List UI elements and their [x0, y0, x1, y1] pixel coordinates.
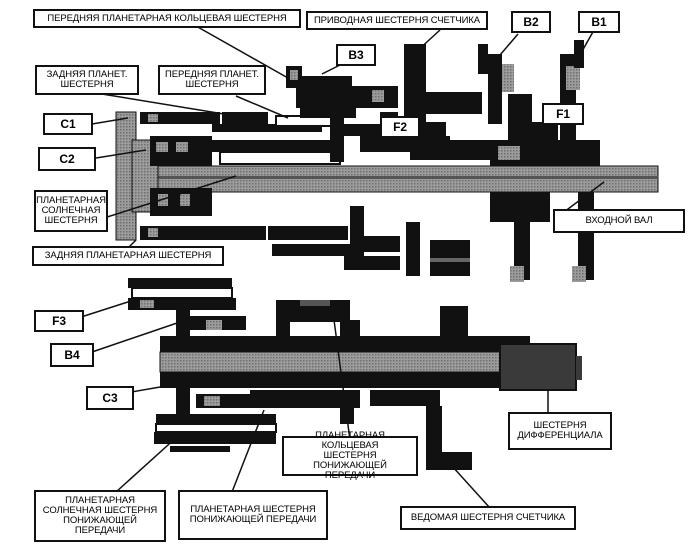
label-reduction-planet-gear: ПЛАНЕТАРНАЯ ШЕСТЕРНЯ ПОНИЖАЮЩЕЙ ПЕРЕДАЧИ [178, 490, 328, 540]
label-rear-planetary-gear: ЗАДНЯЯ ПЛАНЕТАРНАЯ ШЕСТЕРНЯ [32, 246, 224, 266]
label-b4: B4 [50, 343, 94, 367]
label-rear-planet-gear: ЗАДНЯЯ ПЛАНЕТ. ШЕСТЕРНЯ [35, 65, 139, 95]
label-reduction-ring-gear: ПЛАНЕТАРНАЯ КОЛЬЦЕВАЯ ШЕСТЕРНЯ ПОНИЖАЮЩЕ… [282, 431, 418, 481]
rear-planet-block [222, 112, 268, 124]
differential-gear [499, 343, 577, 391]
label-b3: B3 [336, 44, 376, 66]
label-speedometer-drive-gear: ПРИВОДНАЯ ШЕСТЕРНЯ СЧЕТЧИКА [306, 11, 488, 30]
label-speedometer-driven-gear: ВЕДОМАЯ ШЕСТЕРНЯ СЧЕТЧИКА [400, 506, 576, 530]
label-front-planet-gear: ПЕРЕДНЯЯ ПЛАНЕТ. ШЕСТЕРНЯ [158, 65, 266, 95]
label-c3: C3 [86, 386, 134, 410]
f3-b4-stack [128, 278, 232, 288]
b3-brake [296, 76, 352, 108]
lower-assembly [128, 278, 582, 470]
label-f2: F2 [380, 116, 420, 138]
label-c1: C1 [43, 113, 93, 135]
b2-brake [488, 54, 502, 124]
leader-lines [77, 25, 605, 509]
label-f3: F3 [34, 310, 84, 332]
label-b2: B2 [511, 11, 551, 33]
label-differential-gear: ШЕСТЕРНЯ ДИФФЕРЕНЦИАЛА [508, 412, 612, 450]
label-front-ring-gear: ПЕРЕДНЯЯ ПЛАНЕТАРНАЯ КОЛЬЦЕВАЯ ШЕСТЕРНЯ [33, 9, 301, 28]
label-b1: B1 [578, 11, 620, 33]
label-input-shaft: ВХОДНОЙ ВАЛ [553, 209, 685, 233]
label-planetary-sun-gear: ПЛАНЕТАРНАЯ СОЛНЕЧНАЯ ШЕСТЕРНЯ [34, 190, 108, 232]
label-reduction-sun-gear: ПЛАНЕТАРНАЯ СОЛНЕЧНАЯ ШЕСТЕРНЯ ПОНИЖАЮЩЕ… [34, 490, 166, 542]
label-c2: C2 [38, 147, 96, 171]
speedometer-drive-gear [404, 44, 426, 130]
reduction-ring-gear [276, 300, 350, 322]
upper-assembly [115, 40, 659, 282]
speedometer-driven-gear [370, 390, 440, 406]
label-f1: F1 [542, 103, 584, 125]
